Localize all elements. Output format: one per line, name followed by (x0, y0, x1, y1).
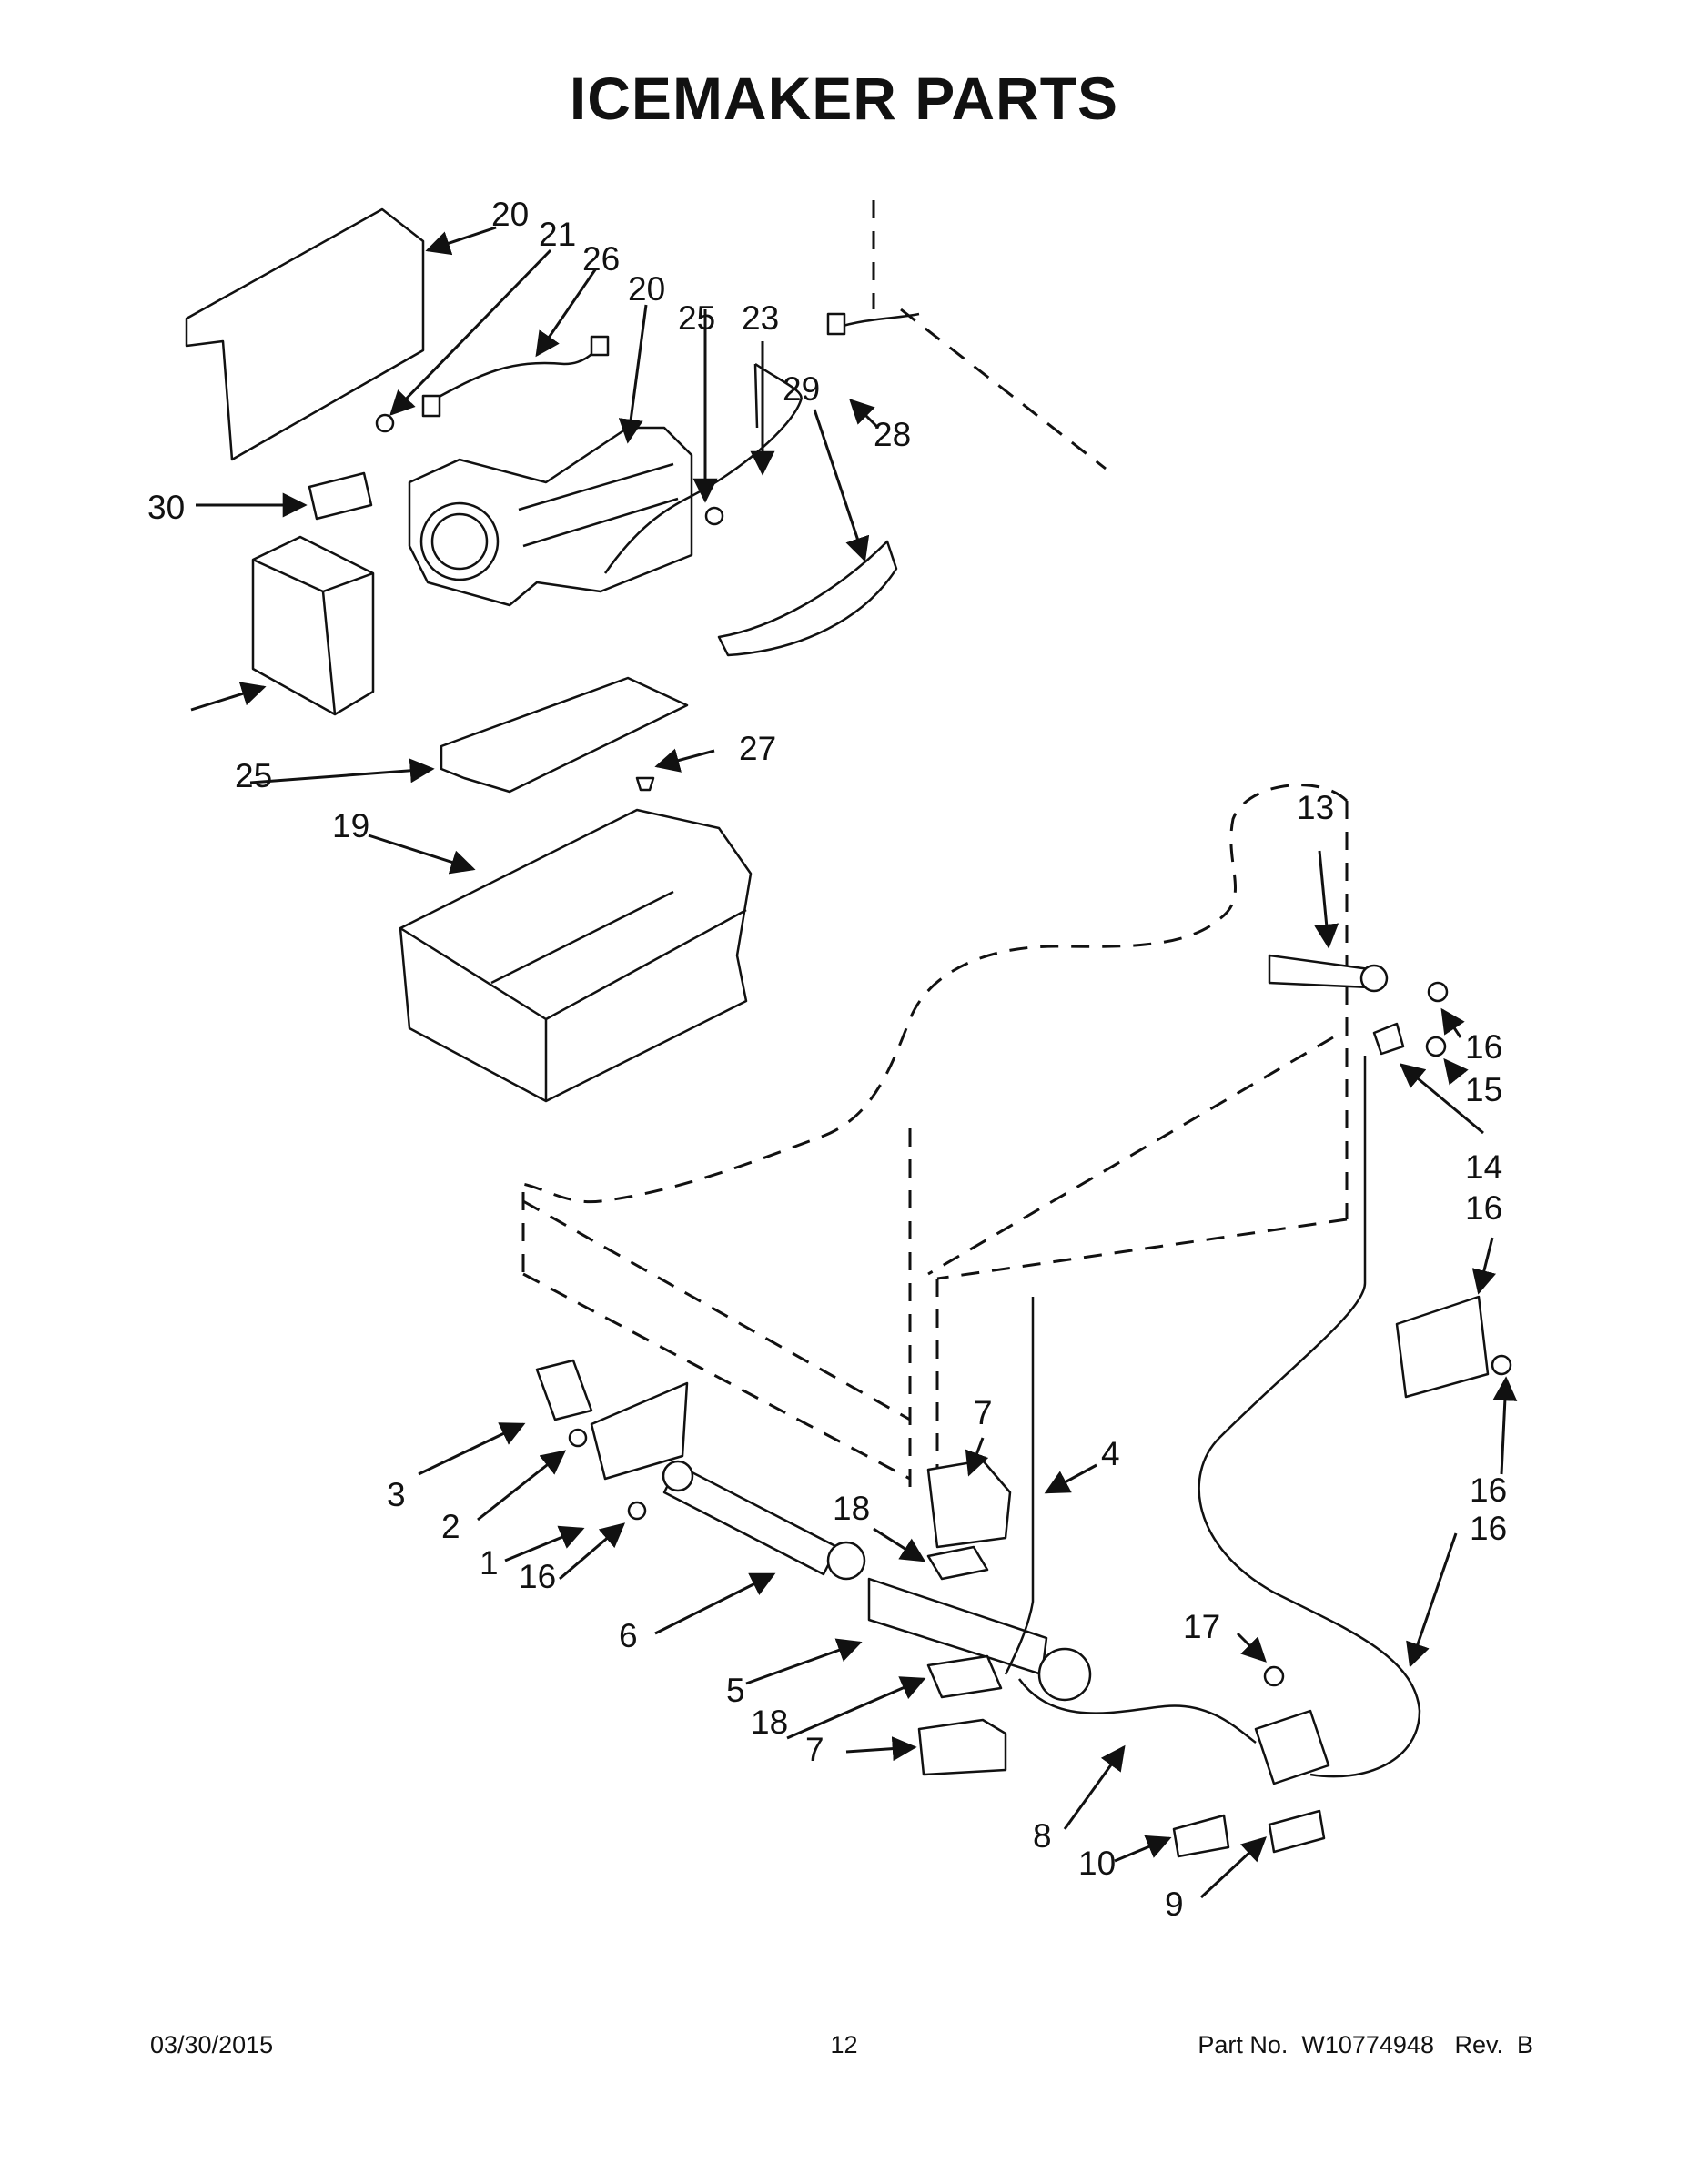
part-23-clip (635, 776, 655, 792)
callout-18b: 18 (751, 1704, 788, 1741)
leader-lines (190, 226, 1518, 1899)
footer-part-number: Part No. W10774948 Rev. B (1198, 2031, 1533, 2058)
part-4-tube (1004, 1297, 1035, 1675)
part-26-wire-harness (431, 345, 601, 402)
callout-27: 28 (874, 416, 911, 453)
footer-date: 03/30/2015 (150, 2031, 274, 2058)
part-3-cap (535, 1359, 593, 1421)
part-15-clamp (1395, 1295, 1490, 1399)
callout-9: 9 (1165, 1886, 1184, 1923)
callout-20: 20 (628, 270, 665, 308)
callout-3: 3 (387, 1476, 406, 1513)
callout-labels: 20 21 26 20 25 23 29 28 30 25 27 19 13 1… (147, 196, 1507, 1923)
callout-16b: 16 (1470, 1471, 1507, 1509)
callout-21: 23 (742, 299, 779, 337)
part-18-pad-2 (926, 1654, 1003, 1699)
callout-4: 4 (1101, 1435, 1120, 1472)
callout-12: 14 (1465, 1148, 1502, 1186)
part-11-fill-tube (1268, 954, 1371, 989)
part-17-screw (1263, 1665, 1285, 1687)
callout-25: 21 (539, 216, 576, 253)
part-valve (1254, 1709, 1330, 1785)
part-29-label (308, 471, 373, 521)
callout-28: 29 (783, 370, 820, 408)
cabinet-outline (513, 200, 1349, 1492)
part-1-bracket (590, 1381, 689, 1481)
part-7-foam-2 (917, 1718, 1007, 1776)
part-8-water-line (1017, 1678, 1257, 1744)
part-16-screw (1427, 981, 1449, 1003)
callout-24: 20 (491, 196, 529, 233)
callout-7a: 7 (974, 1394, 993, 1431)
callout-10: 10 (1078, 1845, 1116, 1882)
part-21-shutoff-arm (603, 362, 803, 574)
callout-26: 26 (582, 240, 620, 278)
callout-7b: 7 (805, 1731, 824, 1768)
callout-15: 16 (1465, 1189, 1502, 1227)
callout-22: 25 (235, 757, 272, 794)
part-9-bracket (1268, 1809, 1326, 1854)
callout-17: 17 (1183, 1608, 1220, 1645)
part-25-screw (375, 413, 395, 433)
part-28-stripper (717, 540, 898, 657)
part-24-mounting-plate (185, 207, 425, 461)
callout-23: 27 (739, 730, 776, 767)
callout-16c: 16 (519, 1558, 556, 1595)
part-14-tube (1198, 1056, 1421, 1778)
part-18-pad (926, 1545, 989, 1581)
part-25-screw-2 (704, 506, 724, 526)
callout-2: 2 (441, 1508, 460, 1545)
callout-16a: 16 (1465, 1028, 1502, 1066)
callout-29: 30 (147, 489, 185, 526)
callout-6: 6 (619, 1617, 638, 1654)
part-22-shield (440, 676, 689, 794)
part-10-bracket (1172, 1814, 1230, 1858)
callout-11: 13 (1297, 789, 1334, 826)
footer-page-number: 12 (830, 2031, 858, 2058)
part-13-screw (1425, 1036, 1447, 1057)
callout-18a: 18 (833, 1490, 870, 1527)
part-shapes (185, 207, 1512, 1858)
callout-5: 5 (726, 1672, 745, 1709)
part-16-clip (627, 1501, 647, 1521)
part-27-harness (836, 312, 920, 329)
callout-19: 19 (332, 807, 369, 844)
page-title: ICEMAKER PARTS (569, 65, 1119, 132)
part-16-screw-right (1491, 1354, 1512, 1376)
callout-25b: 25 (678, 299, 715, 337)
callout-14: 16 (1470, 1510, 1507, 1547)
callout-8: 8 (1033, 1817, 1052, 1855)
part-30-cover (251, 535, 375, 716)
callout-13: 15 (1465, 1071, 1502, 1108)
part-12-clamp (1372, 1022, 1405, 1056)
part-19-ice-bin (399, 808, 753, 1103)
callout-1: 1 (480, 1544, 499, 1582)
part-2-screw (568, 1428, 588, 1448)
